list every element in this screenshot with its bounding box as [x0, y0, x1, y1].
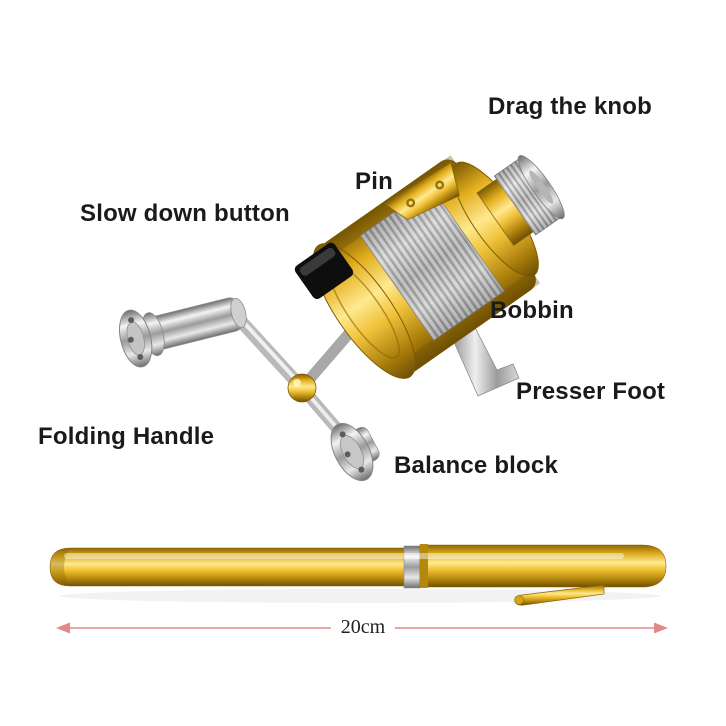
- pen-ring: [403, 545, 421, 589]
- label-presser-foot: Presser Foot: [516, 378, 666, 405]
- handle-joint-ball: [287, 373, 317, 403]
- balance-block-part: [330, 422, 380, 482]
- pin-plate: [383, 161, 460, 221]
- label-drag-the-knob: Drag the knob: [488, 93, 652, 120]
- label-bobbin: Bobbin: [490, 297, 574, 324]
- folding-handle-part: [119, 297, 358, 452]
- label-balance-block: Balance block: [394, 452, 559, 479]
- pen-body: [49, 547, 411, 587]
- dimension-text: 20cm: [330, 616, 396, 639]
- label-folding-handle: Folding Handle: [38, 423, 215, 450]
- reel-drum-group: [294, 155, 565, 379]
- label-pin: Pin: [355, 168, 393, 195]
- pen-clip: [514, 584, 605, 606]
- handle-grip: [119, 297, 247, 368]
- pen-illustration: [49, 544, 667, 606]
- label-slow-down-button: Slow down button: [80, 200, 290, 227]
- slow-down-button-part: [294, 242, 354, 300]
- reel-illustration: [119, 155, 565, 482]
- pen-cap: [419, 544, 667, 588]
- drag-knob-part: [476, 155, 565, 247]
